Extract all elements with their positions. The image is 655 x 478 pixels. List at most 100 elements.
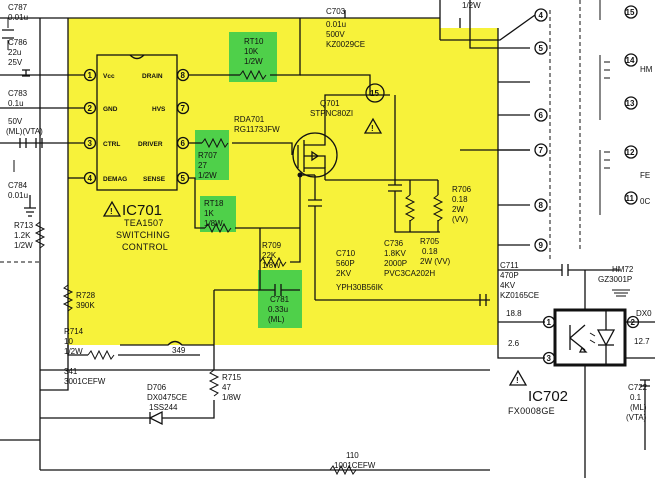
- ic701-pin-4: 4: [83, 171, 97, 185]
- ic702-ref: IC702: [528, 388, 568, 405]
- c736-part: PVC3CA202H: [384, 269, 435, 278]
- c-ml-spec: (ML)(VTA): [6, 127, 43, 136]
- d706-ref: D706: [147, 383, 167, 392]
- warning-triangle-icon: !: [102, 200, 122, 217]
- node-15-label: 15: [370, 89, 379, 98]
- c703-value: 0.01u: [326, 20, 346, 29]
- highlight-c781: [258, 270, 302, 328]
- ic701-function-line1: SWITCHING: [116, 230, 170, 240]
- c781-ref: C781: [270, 295, 290, 304]
- c703-voltage: 500V: [326, 30, 345, 39]
- c786-ref: C786: [8, 38, 28, 47]
- c703-part: KZ0029CE: [326, 40, 365, 49]
- svg-text:1: 1: [547, 318, 552, 327]
- highlight-region: [68, 18, 498, 345]
- r709-value: 22K: [262, 251, 277, 260]
- svg-text:12: 12: [626, 148, 635, 157]
- r707-ref: R707: [198, 151, 218, 160]
- svg-text:!: !: [516, 376, 519, 385]
- svg-text:5: 5: [539, 44, 544, 53]
- svg-text:!: !: [371, 124, 374, 133]
- n349-ref: 349: [172, 346, 186, 355]
- c783-value: 0.1u: [8, 99, 24, 108]
- hm72-part: GZ3001P: [598, 275, 632, 284]
- n341-ref: 341: [64, 367, 78, 376]
- c787-ref: C787: [8, 3, 28, 12]
- ic701-pin-7: 7: [176, 101, 190, 115]
- svg-text:8: 8: [539, 201, 544, 210]
- ic702-pin-3: 3: [542, 351, 556, 365]
- far-pin-14: 14: [624, 53, 638, 67]
- svg-text:8: 8: [181, 71, 186, 80]
- svg-text:15: 15: [626, 8, 635, 17]
- ic701-ref: IC701: [122, 202, 162, 219]
- r713-value: 1.2K: [14, 231, 31, 240]
- svg-text:13: 13: [626, 99, 635, 108]
- ic702-pin-1: 1: [542, 315, 556, 329]
- c786-voltage: 25V: [8, 58, 23, 67]
- svg-text:7: 7: [539, 146, 544, 155]
- c784-value: 0.01u: [8, 191, 28, 200]
- svg-text:6: 6: [539, 111, 544, 120]
- c786-value: 22u: [8, 48, 21, 57]
- r706-spec: (VV): [452, 215, 468, 224]
- svg-text:2: 2: [88, 104, 93, 113]
- tx-pin-9: 9: [534, 238, 548, 252]
- svg-text:4: 4: [539, 11, 544, 20]
- far-pin-13: 13: [624, 96, 638, 110]
- fe-label: FE: [640, 171, 650, 180]
- ic702-pin-2: 2: [626, 315, 640, 329]
- ic701-pin-5: 5: [176, 171, 190, 185]
- c710-voltage: 2KV: [336, 269, 352, 278]
- r706-power: 2W: [452, 205, 464, 214]
- rt10-power: 1/2W: [244, 57, 263, 66]
- pin-label-gnd: GND: [103, 106, 118, 113]
- c722-spec2: (VTA): [626, 413, 647, 422]
- c722-ref: C722: [628, 383, 648, 392]
- ic701-pin-6: 6: [176, 136, 190, 150]
- u12-label: 12.7: [634, 337, 650, 346]
- r709-ref: R709: [262, 241, 282, 250]
- svg-text:9: 9: [539, 241, 544, 250]
- svg-text:3: 3: [88, 139, 93, 148]
- d706-part: DX0475CE: [147, 393, 187, 402]
- far-pin-12: 12: [624, 145, 638, 159]
- pin-label-vcc: Vcc: [103, 73, 115, 80]
- rt18-value: 1K: [204, 209, 214, 218]
- svg-text:1: 1: [88, 71, 93, 80]
- rda701-part: RG1173JFW: [234, 125, 280, 134]
- n110-ref: 110: [346, 451, 359, 460]
- svg-text:3: 3: [547, 354, 552, 363]
- tx-pin-7: 7: [534, 143, 548, 157]
- ic701-function-line2: CONTROL: [122, 242, 168, 252]
- svg-text:11: 11: [626, 194, 635, 203]
- r705-power: 2W (VV): [420, 257, 451, 266]
- r707-power: 1/2W: [198, 171, 217, 180]
- r705-ref: R705: [420, 237, 440, 246]
- c783-ref: C783: [8, 89, 28, 98]
- svg-text:5: 5: [181, 174, 186, 183]
- r714-ref: R714: [64, 327, 84, 336]
- pin-label-sense: SENSE: [143, 176, 166, 183]
- rt18-ref: RT18: [204, 199, 224, 208]
- c787-value: 0.01u: [8, 13, 28, 22]
- r728-value: 390K: [76, 301, 95, 310]
- n341-part: 3001CEFW: [64, 377, 106, 386]
- c711-ref: C711: [500, 261, 519, 270]
- c703-ref: C703: [326, 7, 346, 16]
- c784-ref: C784: [8, 181, 28, 190]
- c736-ref: C736: [384, 239, 404, 248]
- ic701-part: TEA1507: [124, 218, 164, 228]
- svg-text:4: 4: [88, 174, 93, 183]
- r706-ref: R706: [452, 185, 472, 194]
- svg-text:!: !: [110, 207, 113, 216]
- c736-value: 2000P: [384, 259, 407, 268]
- c-ml-voltage: 50V: [8, 117, 23, 126]
- ic702-part: FX0008GE: [508, 406, 555, 416]
- svg-text:6: 6: [181, 139, 186, 148]
- tx-pin-5: 5: [534, 41, 548, 55]
- ic701-pin-8: 8: [176, 68, 190, 82]
- ic701-pin-2: 2: [83, 101, 97, 115]
- c710-part: YPH30B56IK: [336, 283, 384, 292]
